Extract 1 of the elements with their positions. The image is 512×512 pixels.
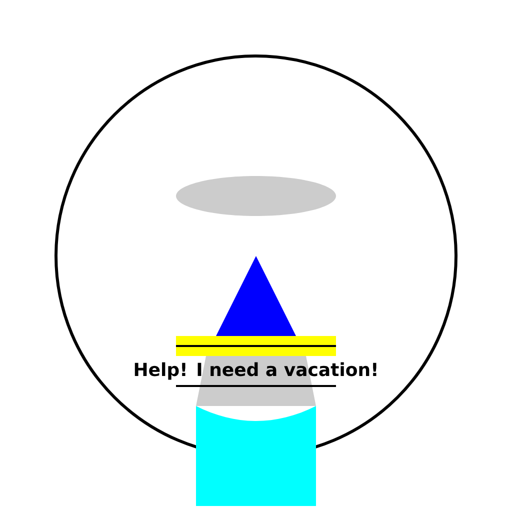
caption-text: Help! I need a vacation! [134, 362, 376, 380]
